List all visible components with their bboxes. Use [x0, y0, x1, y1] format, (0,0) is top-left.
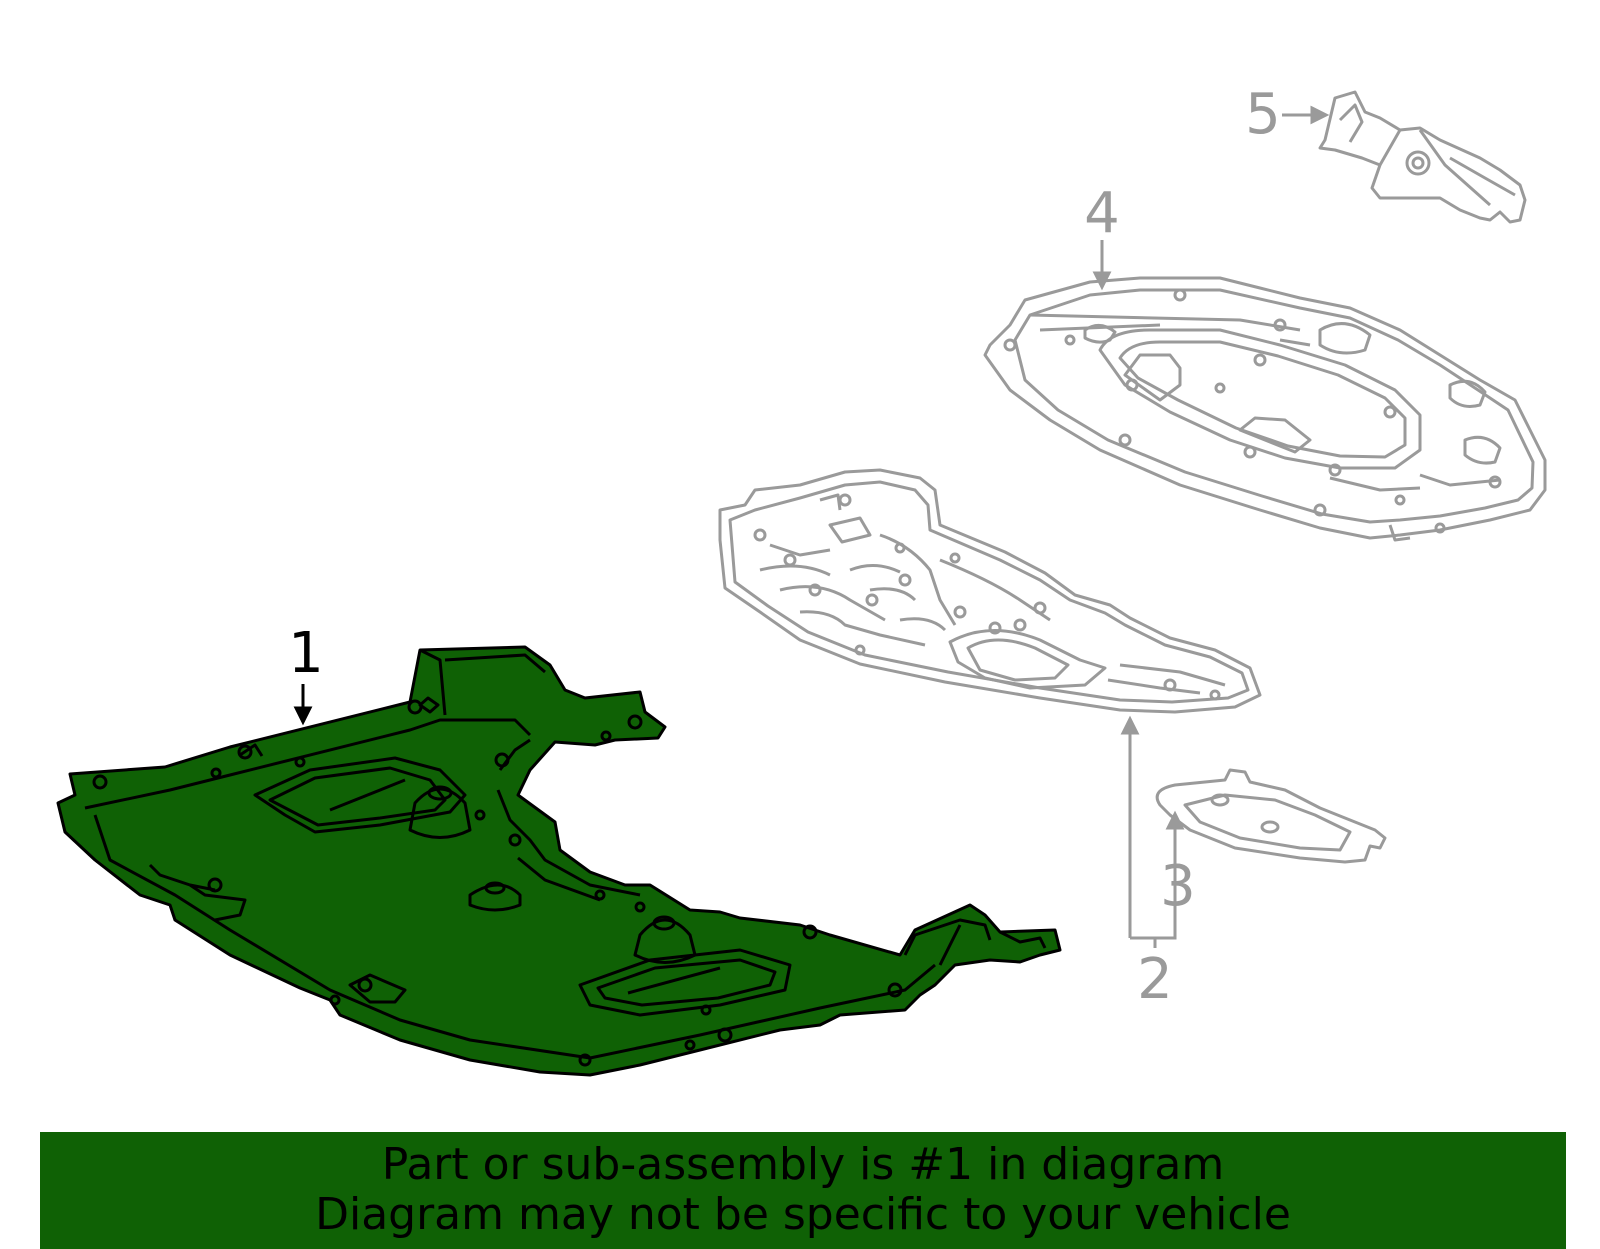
bracket-2-3: [1130, 825, 1177, 940]
arrowhead-1: [293, 706, 313, 726]
arrowhead-5: [1310, 105, 1330, 125]
arrowhead-3: [1165, 810, 1185, 830]
callout-1: 1: [288, 621, 324, 686]
part-1-splash-shield: [56, 645, 1062, 1077]
banner-line-2: Diagram may not be specific to your vehi…: [315, 1189, 1291, 1240]
banner-line-1: Part or sub-assembly is #1 in diagram: [381, 1139, 1225, 1190]
part-5-bracket: [1318, 90, 1527, 224]
callout-2: 2: [1137, 947, 1173, 1012]
part-3-small-shield: [1155, 768, 1387, 864]
callout-3: 3: [1160, 854, 1196, 919]
part-4-upper-panel: [983, 276, 1547, 542]
info-banner: Part or sub-assembly is #1 in diagram Di…: [40, 1132, 1566, 1249]
arrowhead-4: [1092, 271, 1112, 291]
arrowhead-2: [1120, 715, 1140, 735]
callout-5: 5: [1245, 82, 1281, 147]
part-2-under-cover: [718, 468, 1262, 714]
leader-lines: [293, 105, 1330, 948]
callout-4: 4: [1084, 181, 1120, 246]
